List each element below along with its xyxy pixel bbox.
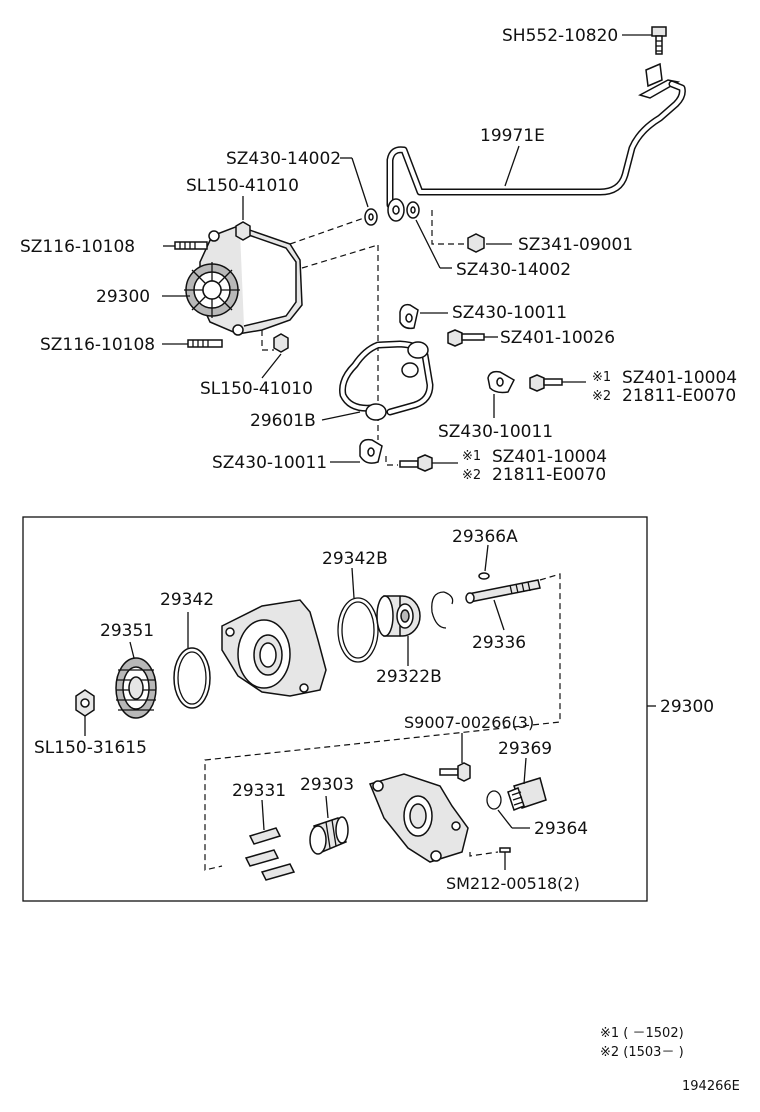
- key-29366a: [478, 572, 490, 580]
- label-sl150-41010-b: SL150-41010: [200, 379, 313, 399]
- label-29300-box: 29300: [660, 697, 714, 717]
- bolt-sz401-10004-b: [399, 454, 433, 472]
- nut-sl150-41010-a: [235, 221, 251, 241]
- shaft-29336: [465, 579, 541, 604]
- bolt-s9007-00266: [439, 762, 471, 782]
- label-sm212-00518: SM212-00518(2): [446, 874, 580, 893]
- sensor-29369: [507, 777, 547, 811]
- label-19971e: 19971E: [480, 126, 545, 146]
- label-29351: 29351: [100, 621, 154, 641]
- clamp-sz430-10011-a: [399, 303, 419, 330]
- clamp-sz430-10011-b: [487, 370, 515, 394]
- pin-sm212-00518: [499, 847, 511, 853]
- label-29322b: 29322B: [376, 667, 442, 687]
- snap-ring: [431, 591, 454, 629]
- label-21811-e0070-b: 21811-E0070: [492, 465, 606, 485]
- gear-29351: [115, 657, 157, 719]
- label-sz341-09001: SZ341-09001: [518, 235, 633, 255]
- bolt-sh552-10820: [651, 26, 667, 55]
- label-sl150-41010-a: SL150-41010: [186, 176, 299, 196]
- bolt-sz401-10004-a: [529, 374, 563, 392]
- o-ring-29364: [486, 790, 502, 810]
- label-s9007-00266: S9007-00266(3): [404, 713, 534, 732]
- nut-sl150-31615: [75, 689, 95, 717]
- label-sl150-31615: SL150-31615: [34, 738, 147, 758]
- exploded-view-box: [22, 516, 648, 902]
- hose-29601b: [339, 340, 434, 421]
- figure-id: 194266E: [682, 1079, 740, 1094]
- label-sz430-10011-c: SZ430-10011: [212, 453, 327, 473]
- label-29342: 29342: [160, 590, 214, 610]
- label-29369: 29369: [498, 739, 552, 759]
- footnote-1: ※1 ( －1502): [600, 1026, 684, 1041]
- label-sz430-14002-a: SZ430-14002: [226, 149, 341, 169]
- bolt-sz401-10026: [447, 329, 485, 347]
- vacuum-pump-29300: [184, 225, 303, 336]
- label-29300-top: 29300: [96, 287, 150, 307]
- label-sh552-10820: SH552-10820: [502, 26, 618, 46]
- pipe-19971e: [386, 80, 686, 222]
- label-sz430-10011-b: SZ430-10011: [438, 422, 553, 442]
- label-29331: 29331: [232, 781, 286, 801]
- label-29364: 29364: [534, 819, 588, 839]
- label-sz401-10026: SZ401-10026: [500, 328, 615, 348]
- end-cover-plate: [368, 773, 469, 863]
- label-sz401-10004-a: SZ401-10004: [622, 368, 737, 388]
- stud-sz116-10108-a: [174, 241, 208, 250]
- marker-2-b: ※2: [462, 468, 481, 483]
- label-29336: 29336: [472, 633, 526, 653]
- gasket-sz430-14002-b: [406, 201, 420, 219]
- o-ring-29342: [173, 647, 211, 709]
- label-sz116-10108-a: SZ116-10108: [20, 237, 135, 257]
- marker-2-a: ※2: [592, 389, 611, 404]
- vanes-29331: [244, 827, 296, 881]
- stud-sz116-10108-b: [187, 339, 223, 348]
- nut-sz341-09001: [467, 233, 485, 253]
- label-sz401-10004-b: SZ401-10004: [492, 447, 607, 467]
- o-ring-29342b: [337, 597, 379, 663]
- pipe-bracket: [638, 62, 681, 99]
- nut-sl150-41010-b: [273, 333, 289, 353]
- marker-1-a: ※1: [592, 370, 611, 385]
- footnote-2: ※2 (1503－ ): [600, 1045, 684, 1060]
- label-29366a: 29366A: [452, 527, 518, 547]
- bearing-29322b: [376, 595, 421, 637]
- label-29601b: 29601B: [250, 411, 316, 431]
- label-sz430-14002-b: SZ430-14002: [456, 260, 571, 280]
- clamp-sz430-10011-c: [359, 438, 383, 464]
- marker-1-b: ※1: [462, 449, 481, 464]
- label-sz430-10011-a: SZ430-10011: [452, 303, 567, 323]
- label-29342b: 29342B: [322, 549, 388, 569]
- label-sz116-10108-b: SZ116-10108: [40, 335, 155, 355]
- label-29303: 29303: [300, 775, 354, 795]
- pump-housing: [221, 599, 327, 697]
- rotor-29303: [309, 816, 349, 855]
- label-21811-e0070-a: 21811-E0070: [622, 386, 736, 406]
- gasket-sz430-14002-a: [364, 208, 378, 226]
